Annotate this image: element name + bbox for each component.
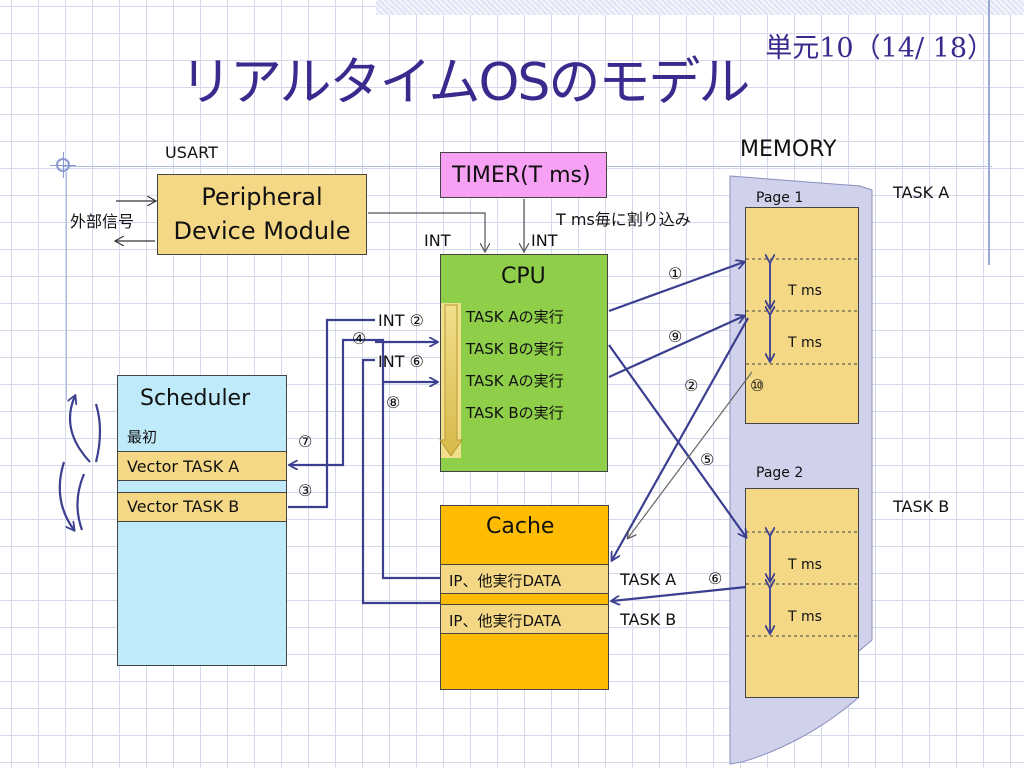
cpu-label: CPU [501, 264, 546, 289]
slide-title: リアルタイムOSのモデル [180, 53, 750, 113]
page-1-label: Page 1 [756, 190, 804, 206]
memory-page-1 [745, 207, 859, 424]
cpu-task-1: TASK Aの実行 [466, 308, 564, 326]
step-5: ⑤ [700, 450, 715, 469]
peripheral-label-line2: Device Module [173, 217, 351, 245]
cache-task-b-label: TASK B [620, 610, 677, 629]
step-2: ② [684, 376, 699, 395]
step-7: ⑦ [298, 432, 313, 451]
decorative-left-line [66, 172, 67, 400]
page2-tms-2: T ms [788, 609, 822, 625]
step-9: ⑨ [668, 327, 683, 346]
cache-ip-a-slot [440, 564, 609, 594]
page-number: 単元10（14/ 18） [765, 33, 994, 64]
vector-task-b-slot [117, 492, 287, 522]
step-3: ③ [298, 481, 313, 500]
memory-dashed-lines [746, 258, 858, 637]
page2-tms-1: T ms [788, 557, 822, 573]
int2-label: INT ② [378, 311, 424, 330]
page1-tms-2: T ms [788, 335, 822, 351]
timer-box [440, 152, 607, 198]
vector-task-a-slot [117, 451, 287, 481]
cache-task-a-label: TASK A [620, 570, 677, 589]
cpu-task-2: TASK Bの実行 [466, 340, 564, 358]
vector-task-b-label: Vector TASK B [127, 497, 240, 516]
cache-ip-a-label: IP、他実行DATA [449, 572, 562, 590]
cache-ip-b-label: IP、他実行DATA [449, 612, 562, 630]
peripheral-device-module: Peripheral Device Module [157, 174, 367, 255]
memory-page-2 [745, 488, 859, 698]
cache-label: Cache [486, 514, 555, 539]
memory-task-a-label: TASK A [893, 183, 950, 202]
cpu-task-3: TASK Aの実行 [466, 372, 564, 390]
int-right-label: INT [531, 231, 558, 250]
page-2-label: Page 2 [756, 465, 804, 481]
vector-task-a-label: Vector TASK A [127, 457, 240, 476]
page1-tms-1: T ms [788, 283, 822, 299]
int6-label: INT ⑥ [378, 352, 424, 371]
memory-task-b-label: TASK B [893, 497, 950, 516]
timer-label: TIMER(T ms) [452, 163, 591, 188]
cpu-flow-arrow [439, 304, 463, 457]
cpu-task-4: TASK Bの実行 [466, 404, 564, 422]
int-left-label: INT [424, 231, 451, 250]
cpu-box [440, 254, 608, 472]
decorative-vertical-line [988, 0, 990, 265]
step-10: ⑩ [750, 376, 765, 395]
t-ms-interrupt-label: T ms毎に割り込み [556, 210, 691, 229]
crosshair-ornament [50, 152, 76, 178]
step-4: ④ [352, 329, 367, 348]
scheduler-label: Scheduler [140, 386, 251, 411]
external-signal-label: 外部信号 [70, 212, 135, 231]
step-6: ⑥ [708, 569, 723, 588]
first-label: 最初 [127, 428, 158, 446]
memory-label: MEMORY [740, 137, 837, 162]
peripheral-label-line1: Peripheral [201, 183, 323, 211]
step-8: ⑧ [386, 393, 401, 412]
usart-label: USART [165, 143, 218, 162]
top-decorative-band [376, 0, 1024, 15]
cache-ip-b-slot [440, 604, 609, 634]
cache-box [440, 505, 609, 690]
step-1: ① [668, 264, 683, 283]
